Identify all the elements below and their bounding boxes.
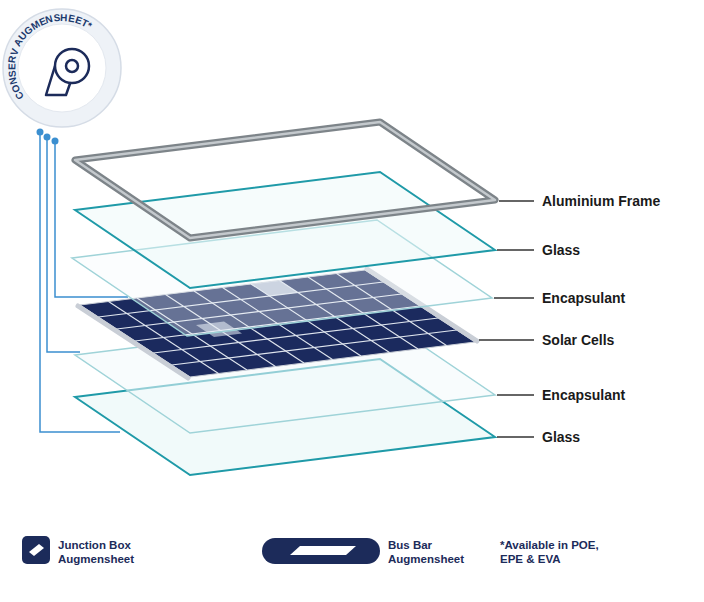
badge-title: CONSERV AUGMENSHEET* (3, 9, 121, 127)
layer-label: Encapsulant (542, 386, 625, 404)
badge-letter: U (16, 30, 64, 71)
label-leaders (479, 201, 534, 437)
layer-label: Solar Cells (542, 331, 614, 349)
badge-inner (18, 24, 106, 112)
aluminium-frame (75, 122, 495, 238)
layer-label: Encapsulant (542, 289, 625, 307)
layer-label: Glass (542, 428, 580, 446)
junction-box-icon (22, 536, 50, 564)
glass-layer (75, 172, 495, 288)
badge-letter: H (58, 12, 68, 68)
badge-ring (3, 9, 121, 127)
badge-letter: * (60, 20, 94, 69)
layer-label: Aluminium Frame (542, 192, 660, 210)
badge-circle: CONSERV AUGMENSHEET* (3, 9, 121, 127)
availability-note: *Available in POE, EPE & EVA (500, 538, 612, 566)
leader-dots (37, 129, 59, 145)
badge-letter: G (22, 24, 65, 71)
layer-label: Glass (542, 241, 580, 259)
bus-bar-icon (262, 538, 380, 564)
tape-roll-icon (46, 49, 89, 95)
legend-text: Junction Box Augmensheet (58, 538, 150, 566)
legend-text: Bus Bar Augmensheet (388, 538, 480, 566)
